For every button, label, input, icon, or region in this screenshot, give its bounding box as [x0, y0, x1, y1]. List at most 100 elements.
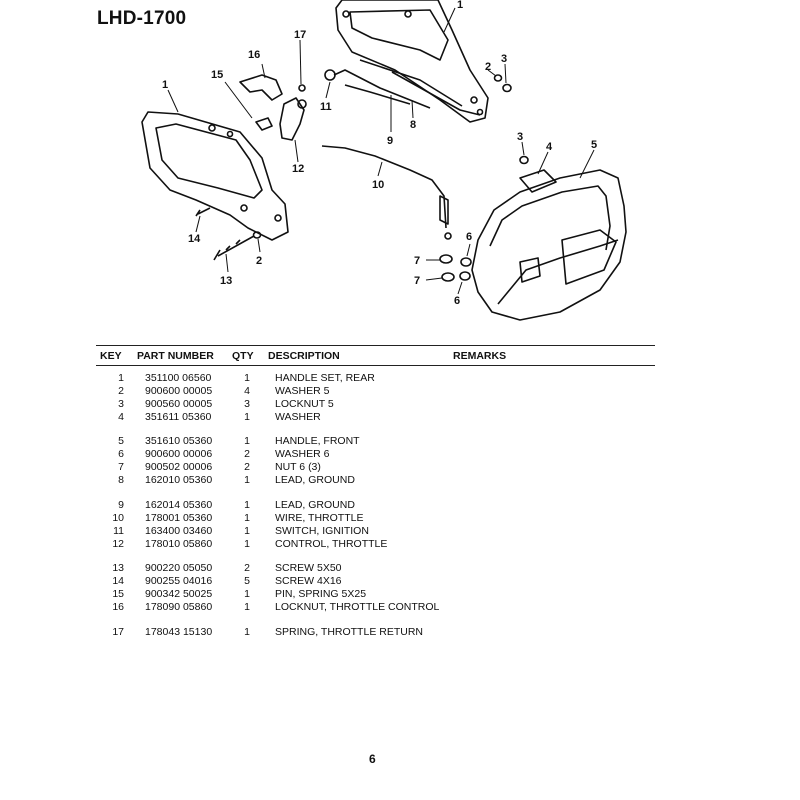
part-number-cell: 162010 05360 — [145, 474, 213, 486]
exploded-parts-diagram: 1 1 2 2 3 3 4 5 6 6 7 7 8 9 10 11 12 13 … — [141, 0, 627, 321]
nut-7-lower-drawing — [441, 272, 455, 282]
key-cell: 1 — [118, 372, 124, 384]
part-number-cell: 900560 00005 — [145, 398, 213, 410]
part-number-cell: 900600 00005 — [145, 385, 213, 397]
description-cell: SCREW 5X50 — [275, 562, 342, 574]
description-cell: NUT 6 (3) — [275, 461, 321, 473]
key-cell: 9 — [118, 499, 124, 511]
callout-label: 16 — [248, 49, 260, 61]
callout-labels: 1 1 2 2 3 3 4 5 6 6 7 7 8 9 10 11 12 13 … — [162, 0, 597, 307]
header-key: KEY — [100, 350, 122, 362]
callout-label: 9 — [387, 135, 393, 147]
callout-label: 2 — [485, 61, 491, 73]
callout-label: 1 — [457, 0, 463, 11]
description-cell: HANDLE, FRONT — [275, 435, 360, 447]
nut-7-upper-drawing — [439, 254, 453, 264]
part-number-cell: 178090 05860 — [145, 601, 213, 613]
qty-cell: 3 — [244, 398, 250, 410]
table-header-rule — [96, 365, 655, 366]
table-top-rule — [96, 345, 655, 346]
description-cell: CONTROL, THROTTLE — [275, 538, 388, 550]
locknut-3-drawing — [502, 83, 512, 93]
header-description: DESCRIPTION — [268, 350, 340, 362]
description-cell: LOCKNUT, THROTTLE CONTROL — [275, 601, 440, 613]
washer-2-right-drawing — [493, 74, 503, 82]
description-cell: HANDLE SET, REAR — [275, 372, 375, 384]
callout-label: 5 — [591, 139, 597, 151]
key-cell: 5 — [118, 435, 124, 447]
description-cell: WASHER 5 — [275, 385, 330, 397]
callout-label: 7 — [414, 255, 420, 267]
qty-cell: 4 — [244, 385, 250, 397]
header-remarks: REMARKS — [453, 350, 507, 362]
description-cell: SPRING, THROTTLE RETURN — [275, 626, 423, 638]
callout-label: 1 — [162, 79, 168, 91]
qty-cell: 1 — [244, 626, 250, 638]
part-number-cell: 900342 50025 — [145, 588, 213, 600]
key-cell: 13 — [112, 562, 124, 574]
key-cell: 7 — [118, 461, 124, 473]
key-cell: 6 — [118, 448, 124, 460]
qty-cell: 1 — [244, 588, 250, 600]
description-cell: PIN, SPRING 5X25 — [275, 588, 367, 600]
part-number-cell: 178001 05360 — [145, 512, 213, 524]
callout-label: 3 — [501, 53, 507, 65]
key-cell: 10 — [112, 512, 124, 524]
part-number-cell: 178010 05860 — [145, 538, 213, 550]
rear-handle-set-drawing — [335, 0, 489, 123]
part-number-cell: 900220 05050 — [145, 562, 213, 574]
screw-13-drawing — [213, 235, 255, 261]
screw-14-drawing — [195, 207, 211, 217]
washer-6-upper-drawing — [460, 257, 472, 267]
throttle-control-drawing — [239, 74, 307, 141]
key-cell: 8 — [118, 474, 124, 486]
key-cell: 12 — [112, 538, 124, 550]
qty-cell: 1 — [244, 499, 250, 511]
key-cell: 4 — [118, 411, 124, 423]
callout-label: 14 — [188, 233, 201, 245]
qty-cell: 5 — [244, 575, 250, 587]
washer-2-drawing — [252, 231, 262, 239]
part-number-cell: 351100 06560 — [145, 372, 212, 384]
qty-cell: 1 — [244, 512, 250, 524]
qty-cell: 1 — [244, 601, 250, 613]
part-number-cell: 900600 00006 — [145, 448, 213, 460]
part-number-cell: 351610 05360 — [145, 435, 213, 447]
callout-label: 3 — [517, 131, 523, 143]
callout-label: 13 — [220, 275, 232, 287]
callout-label: 6 — [454, 295, 460, 307]
key-cell: 11 — [113, 525, 124, 537]
front-handle-drawing — [471, 169, 627, 321]
key-cell: 15 — [112, 588, 124, 600]
qty-cell: 1 — [244, 411, 250, 423]
key-cell: 14 — [112, 575, 124, 587]
part-number-cell: 900255 04016 — [145, 575, 213, 587]
description-cell: WASHER 6 — [275, 448, 330, 460]
locknut-3-lower-drawing — [519, 155, 529, 165]
page-title: LHD-1700 — [97, 8, 187, 29]
header-part-number: PART NUMBER — [137, 350, 214, 362]
qty-cell: 2 — [244, 461, 250, 473]
key-cell: 2 — [118, 385, 124, 397]
callout-label: 17 — [294, 29, 306, 41]
qty-cell: 1 — [244, 372, 250, 384]
callout-label: 15 — [211, 69, 223, 81]
header-qty: QTY — [232, 350, 254, 362]
description-cell: SWITCH, IGNITION — [275, 525, 369, 537]
washer-plate-drawing — [519, 169, 557, 193]
description-cell: SCREW 4X16 — [275, 575, 342, 587]
description-cell: WIRE, THROTTLE — [275, 512, 364, 524]
part-number-cell: 351611 05360 — [145, 411, 212, 423]
qty-cell: 1 — [244, 525, 250, 537]
part-number-cell: 178043 15130 — [145, 626, 213, 638]
part-number-cell: 162014 05360 — [145, 499, 213, 511]
description-cell: LEAD, GROUND — [275, 499, 355, 511]
key-cell: 3 — [118, 398, 124, 410]
washer-6-lower-drawing — [459, 271, 471, 281]
qty-cell: 2 — [244, 562, 250, 574]
callout-label: 8 — [410, 119, 416, 131]
key-cell: 17 — [112, 626, 124, 638]
key-cell: 16 — [112, 601, 124, 613]
callout-label: 2 — [256, 255, 262, 267]
description-cell: LOCKNUT 5 — [275, 398, 334, 410]
